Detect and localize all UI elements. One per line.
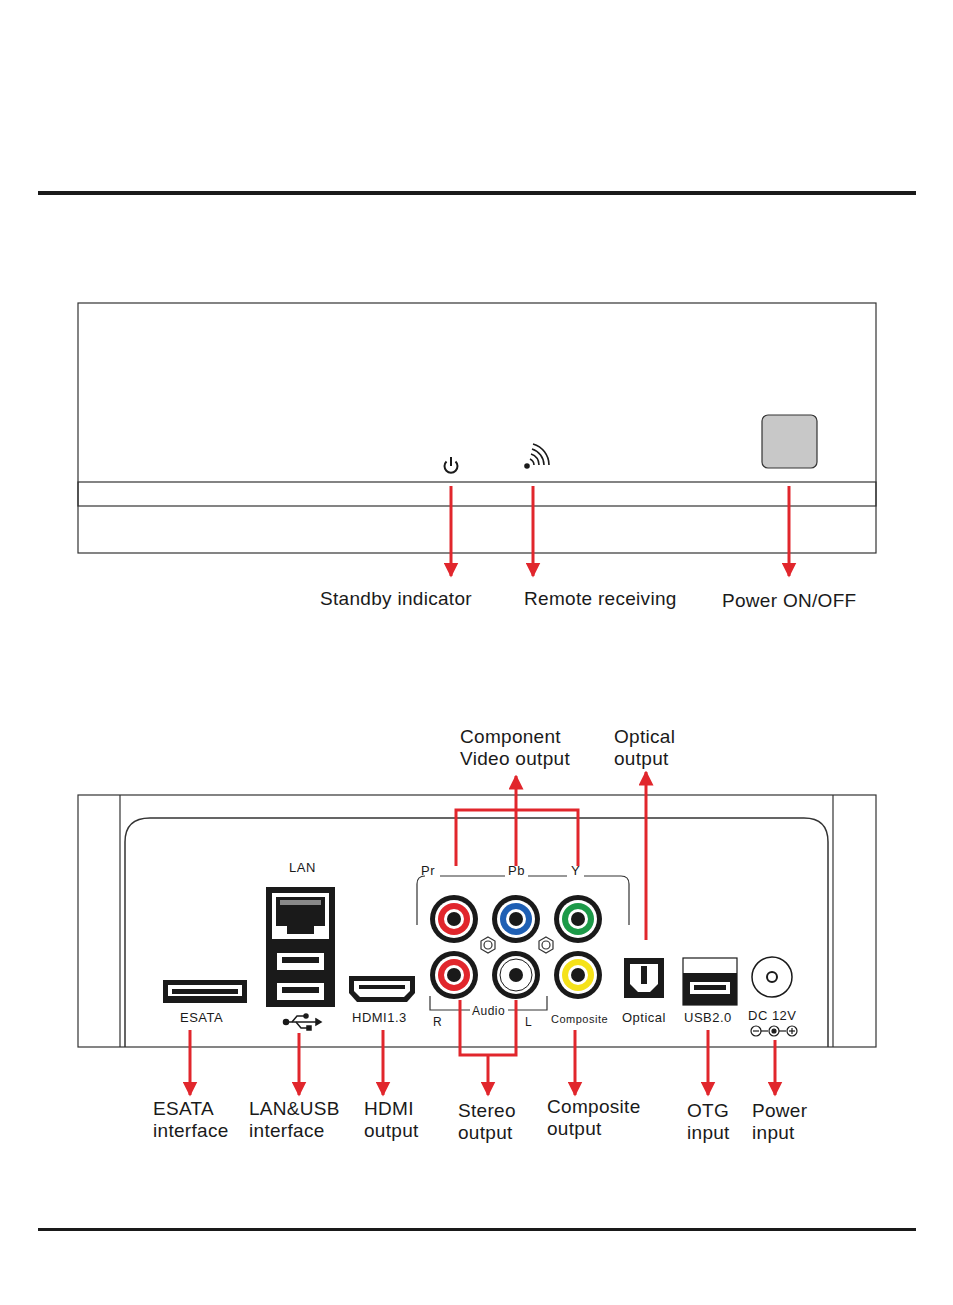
port-marking: R bbox=[433, 1015, 442, 1029]
rule bbox=[38, 1228, 916, 1231]
port-marking: Audio bbox=[472, 1004, 505, 1018]
hdmi-port bbox=[349, 976, 415, 1002]
port-marking: DC 12V bbox=[748, 1009, 797, 1023]
port-marking: Composite bbox=[551, 1012, 608, 1026]
port-marking: USB2.0 bbox=[684, 1011, 732, 1025]
optical-port bbox=[624, 958, 664, 998]
callout-label: HDMI output bbox=[364, 1098, 432, 1142]
front-panel bbox=[78, 303, 876, 553]
leader-arrow bbox=[451, 486, 789, 576]
power-button bbox=[762, 415, 817, 468]
port-marking: L bbox=[525, 1015, 532, 1029]
callout-label: Optical output bbox=[614, 726, 692, 770]
rca-jacks bbox=[430, 895, 602, 999]
callout-label: Stereo output bbox=[458, 1100, 530, 1144]
back-panel: LAN Pr Pb Y ESATA HDMI1.3 AudioR L Composite Opti… bbox=[78, 795, 876, 1047]
callout-label: Power input bbox=[752, 1100, 816, 1144]
port-marking: HDMI1.3 bbox=[352, 1011, 407, 1025]
callout-label: Component Video output bbox=[460, 726, 588, 770]
rule bbox=[38, 191, 916, 195]
port-marking: LAN bbox=[289, 861, 316, 875]
usb-port bbox=[683, 958, 737, 1005]
callout-label: Standby indicator bbox=[320, 588, 472, 610]
component-bracket bbox=[417, 876, 629, 925]
port-marking: Y bbox=[571, 864, 580, 878]
dc-jack bbox=[752, 957, 792, 997]
callout-label: Remote receiving bbox=[524, 588, 677, 610]
port-marking: Pb bbox=[508, 864, 525, 878]
callout-label: LAN&USB interface bbox=[249, 1098, 351, 1142]
port-marking: ESATA bbox=[180, 1011, 223, 1025]
standby-icon bbox=[445, 457, 458, 473]
polarity-symbol bbox=[751, 1026, 797, 1036]
esata-port bbox=[163, 980, 247, 1003]
leader-arrow bbox=[190, 772, 775, 1095]
callout-label: ESATA interface bbox=[153, 1098, 245, 1142]
callout-label: OTG input bbox=[687, 1100, 739, 1144]
port-marking: Pr bbox=[421, 864, 435, 878]
remote-icon bbox=[525, 444, 549, 468]
usb-symbol bbox=[284, 1014, 322, 1030]
back-panel bbox=[78, 795, 876, 1047]
port-marking: Optical bbox=[622, 1011, 666, 1025]
lan-usb-port bbox=[266, 887, 335, 1007]
callout-label: Composite output bbox=[547, 1096, 647, 1140]
callout-label: Power ON/OFF bbox=[722, 590, 857, 612]
